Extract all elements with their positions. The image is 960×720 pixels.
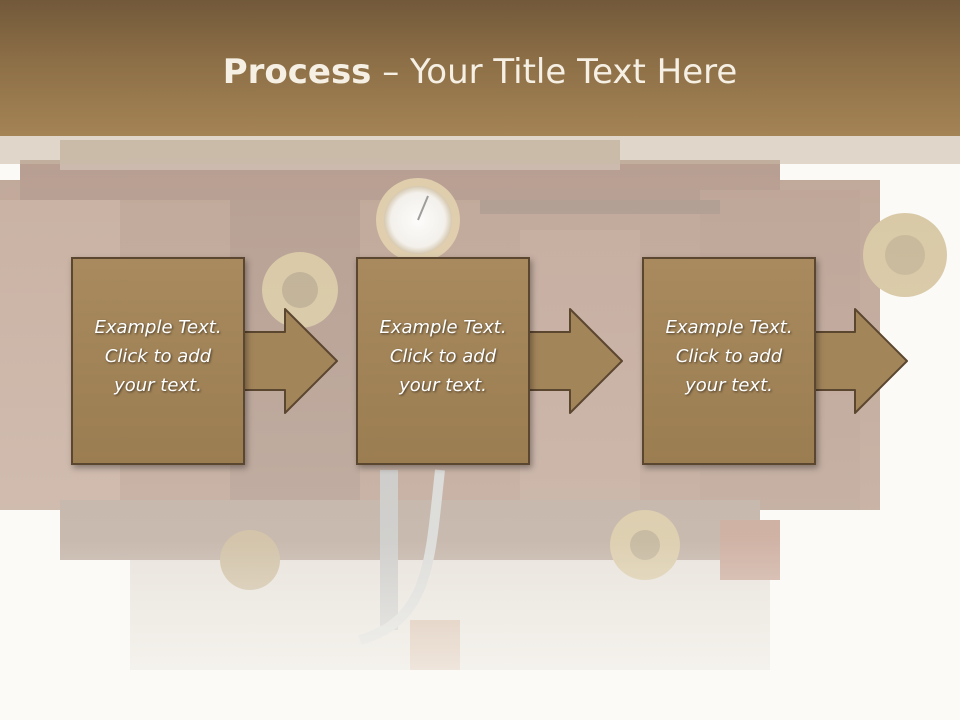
slide-title-rest: – Your Title Text Here bbox=[371, 52, 738, 92]
process-step-text[interactable]: Example Text. Click to add your text. bbox=[379, 317, 507, 396]
title-sub-band bbox=[0, 136, 960, 164]
title-band: Process – Your Title Text Here bbox=[0, 0, 960, 136]
process-step-1[interactable]: Example Text. Click to add your text. bbox=[71, 257, 245, 465]
process-arrow-icon bbox=[528, 308, 623, 414]
process-step-text[interactable]: Example Text. Click to add your text. bbox=[665, 317, 793, 396]
slide-title-bold: Process bbox=[222, 52, 372, 92]
slide-title[interactable]: Process – Your Title Text Here bbox=[0, 52, 960, 92]
process-step-3[interactable]: Example Text. Click to add your text. bbox=[642, 257, 816, 465]
process-step-text[interactable]: Example Text. Click to add your text. bbox=[94, 317, 222, 396]
process-arrow-icon bbox=[813, 308, 908, 414]
process-step-2[interactable]: Example Text. Click to add your text. bbox=[356, 257, 530, 465]
process-arrow-icon bbox=[243, 308, 338, 414]
